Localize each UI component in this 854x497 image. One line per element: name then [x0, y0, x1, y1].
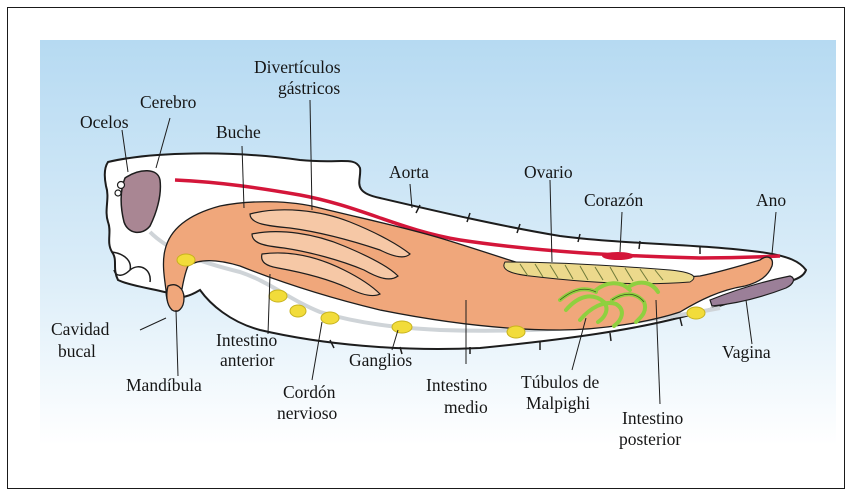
label-intestino-posterior-2: posterior — [619, 429, 681, 449]
label-diverticulos-1: Divertículos — [254, 57, 341, 77]
label-cavidad-1: Cavidad — [51, 319, 110, 339]
label-ganglios: Ganglios — [349, 350, 412, 370]
heart — [602, 252, 634, 260]
label-cerebro: Cerebro — [140, 92, 197, 112]
label-ovario: Ovario — [524, 162, 573, 182]
label-ocelos: Ocelos — [80, 112, 129, 132]
label-tubulos-1: Túbulos de — [521, 372, 599, 392]
mandible — [167, 285, 184, 312]
label-intestino-anterior-1: Intestino — [216, 330, 277, 350]
label-intestino-anterior-2: anterior — [220, 350, 275, 370]
label-buche: Buche — [216, 122, 261, 142]
label-intestino-medio-2: medio — [444, 397, 488, 417]
label-cavidad-2: bucal — [58, 341, 96, 361]
label-cordon-2: nervioso — [277, 403, 338, 423]
label-diverticulos-2: gástricos — [278, 78, 340, 98]
label-aorta: Aorta — [389, 162, 429, 182]
label-intestino-posterior-1: Intestino — [622, 408, 683, 428]
label-tubulos-2: Malpighi — [526, 393, 590, 413]
label-corazon: Corazón — [584, 190, 644, 210]
label-cordon-1: Cordón — [283, 382, 336, 402]
label-intestino-medio-1: Intestino — [426, 375, 487, 395]
label-ano: Ano — [756, 190, 786, 210]
label-mandibula: Mandíbula — [126, 375, 202, 395]
label-vagina: Vagina — [722, 342, 771, 362]
